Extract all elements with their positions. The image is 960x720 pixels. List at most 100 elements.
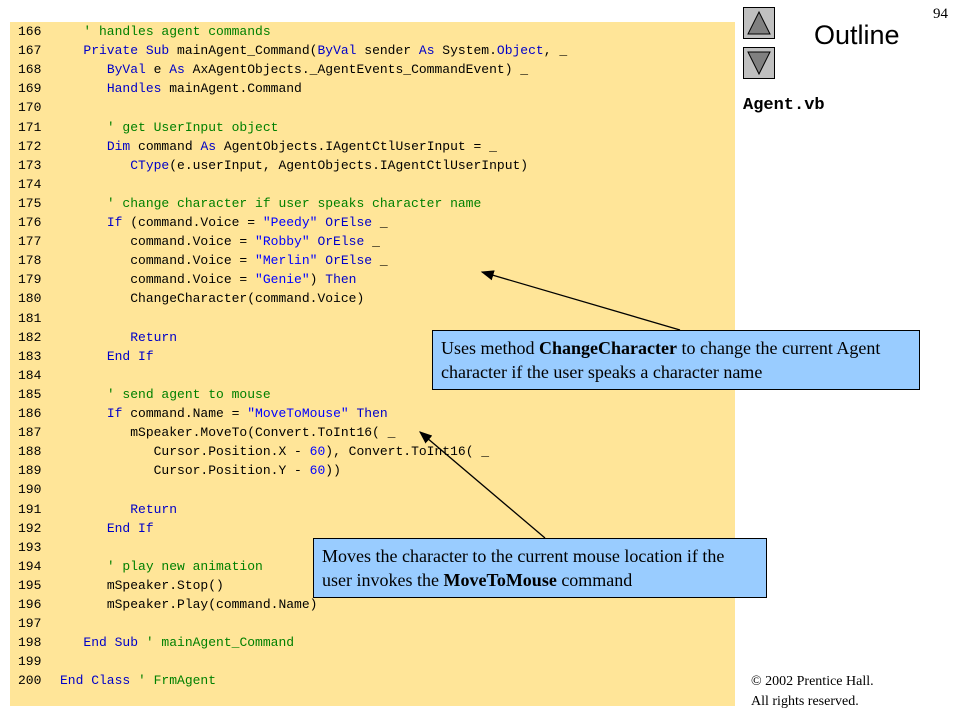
- code-text: ChangeCharacter(command.Voice): [130, 291, 365, 307]
- code-number: 60: [309, 463, 326, 479]
- code-line: 181: [18, 309, 60, 328]
- code-string: "Robby": [255, 234, 310, 250]
- code-line: 196 mSpeaker.Play(command.Name): [18, 595, 317, 614]
- file-name: Agent.vb: [743, 96, 825, 115]
- line-number: 166: [18, 24, 42, 39]
- code-text: AxAgentObjects._AgentEvents_CommandEvent…: [192, 62, 529, 78]
- code-keyword: End If: [106, 520, 154, 536]
- line-number: 179: [18, 272, 42, 288]
- code-text: mainAgent_Command(: [177, 43, 318, 59]
- code-text: command.Voice =: [130, 272, 256, 288]
- code-string: "MoveToMouse": [247, 406, 349, 421]
- callout-1-text-bold: ChangeCharacter: [539, 338, 677, 358]
- code-keyword: ByVal: [106, 62, 154, 78]
- line-number: 174: [18, 176, 42, 192]
- previous-slide-button[interactable]: [743, 7, 775, 39]
- copyright-notice: © 2002 Prentice Hall. All rights reserve…: [751, 672, 874, 712]
- code-comment: ' handles agent commands: [83, 24, 271, 39]
- code-keyword: OrElse: [317, 253, 373, 269]
- code-line: 176 If (command.Voice = "Peedy" OrElse _: [18, 213, 388, 232]
- line-number: 177: [18, 234, 42, 250]
- line-number: 182: [18, 329, 42, 345]
- callout-2-text-pre: Moves the character to the current mouse…: [322, 546, 725, 590]
- code-keyword: CType: [130, 157, 170, 173]
- code-keyword: Private Sub: [83, 43, 178, 59]
- copyright-line-2: All rights reserved.: [751, 694, 859, 709]
- code-keyword: As: [418, 43, 443, 59]
- code-keyword: If: [106, 406, 131, 421]
- line-number: 199: [18, 654, 42, 670]
- code-line: 186 If command.Name = "MoveToMouse" Then: [18, 404, 388, 423]
- code-keyword: OrElse: [309, 234, 365, 250]
- code-line: 166 ' handles agent commands: [18, 22, 271, 41]
- code-line: 178 command.Voice = "Merlin" OrElse _: [18, 251, 388, 270]
- code-line: 188 Cursor.Position.X - 60), Convert.ToI…: [18, 442, 489, 461]
- line-number: 186: [18, 406, 42, 421]
- line-number: 192: [18, 520, 42, 536]
- code-text: command.Voice =: [130, 253, 256, 269]
- code-line: 187 mSpeaker.MoveTo(Convert.ToInt16( _: [18, 423, 395, 442]
- code-line: 198 End Sub ' mainAgent_Command: [18, 633, 294, 652]
- page-number: 94: [933, 6, 948, 22]
- code-text: _: [364, 234, 380, 250]
- code-line: 195 mSpeaker.Stop(): [18, 576, 224, 595]
- code-comment: ' play new animation: [106, 558, 263, 574]
- code-keyword: Return: [130, 501, 178, 517]
- code-keyword: Handles: [106, 81, 170, 97]
- code-line: 173 CType(e.userInput, AgentObjects.IAge…: [18, 156, 528, 175]
- code-text: AgentObjects.IAgentCtlUserInput = _: [223, 138, 497, 154]
- next-slide-button[interactable]: [743, 47, 775, 79]
- code-line: 184: [18, 366, 60, 385]
- callout-2-text-bold: MoveToMouse: [443, 570, 557, 590]
- line-number: 181: [18, 310, 42, 326]
- code-keyword: As: [169, 62, 193, 78]
- code-keyword: OrElse: [317, 215, 373, 230]
- code-text: ): [309, 272, 326, 288]
- code-text: )): [325, 463, 341, 479]
- code-line: 179 command.Voice = "Genie") Then: [18, 270, 356, 289]
- code-string: "Genie": [255, 272, 310, 288]
- code-text: , _: [543, 43, 568, 59]
- code-text: command.Name =: [130, 406, 248, 421]
- code-keyword: Then: [348, 406, 388, 421]
- line-number: 172: [18, 138, 42, 154]
- line-number: 169: [18, 81, 42, 97]
- line-number: 171: [18, 119, 42, 135]
- line-number: 191: [18, 501, 42, 517]
- line-number: 170: [18, 100, 42, 116]
- code-keyword: Dim: [106, 138, 139, 154]
- code-line: 193: [18, 538, 60, 557]
- code-line: 174: [18, 175, 60, 194]
- code-comment: ' change character if user speaks charac…: [106, 195, 482, 211]
- code-line: 191 Return: [18, 500, 177, 519]
- code-string: "Merlin": [255, 253, 318, 269]
- code-text: mainAgent.Command: [169, 81, 302, 97]
- line-number: 183: [18, 348, 42, 364]
- code-text: e: [153, 62, 170, 78]
- line-number: 188: [18, 444, 42, 460]
- line-number: 196: [18, 597, 42, 612]
- code-line: 199: [18, 652, 60, 671]
- code-text: ), Convert.ToInt16( _: [325, 444, 490, 460]
- triangle-down-icon: [747, 51, 771, 76]
- code-line: 192 End If: [18, 519, 154, 538]
- line-number: 175: [18, 195, 42, 211]
- code-line: 175 ' change character if user speaks ch…: [18, 194, 481, 213]
- line-number: 198: [18, 635, 42, 651]
- code-text: (command.Voice =: [130, 215, 263, 230]
- line-number: 187: [18, 425, 42, 441]
- copyright-line-1: © 2002 Prentice Hall.: [751, 674, 874, 689]
- code-line: 167 Private Sub mainAgent_Command(ByVal …: [18, 41, 567, 60]
- code-comment: ' get UserInput object: [106, 119, 279, 135]
- code-keyword: Object: [496, 43, 544, 59]
- code-comment: ' FrmAgent: [138, 673, 217, 689]
- line-number: 180: [18, 291, 42, 307]
- line-number: 168: [18, 62, 42, 78]
- code-keyword: End If: [106, 348, 154, 364]
- callout-2-text-post: command: [556, 570, 633, 590]
- code-line: 197: [18, 614, 60, 633]
- code-line: 168 ByVal e As AxAgentObjects._AgentEven…: [18, 60, 528, 79]
- code-line: 183 End If: [18, 347, 154, 366]
- line-number: 193: [18, 539, 42, 555]
